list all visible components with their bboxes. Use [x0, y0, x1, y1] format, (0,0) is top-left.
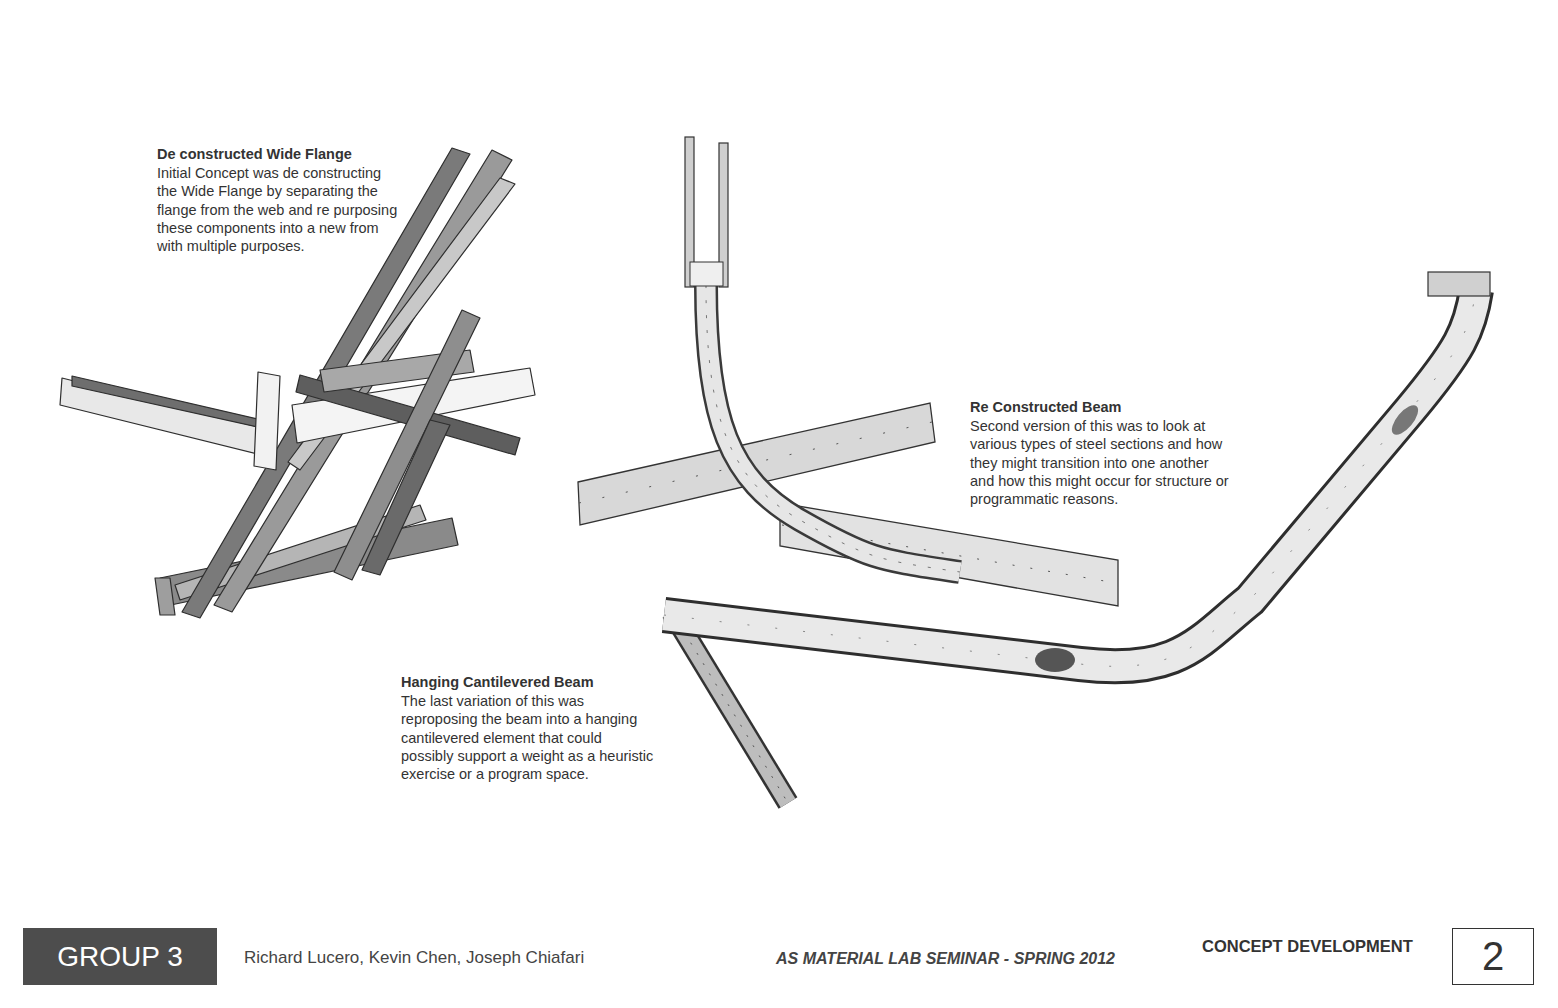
flange-strip: [72, 376, 262, 428]
reconstructed-beam: [578, 137, 1118, 606]
annotation-body: Initial Concept was de constructing the …: [157, 164, 402, 255]
beam-curve: [664, 290, 1476, 666]
annotation-body: Second version of this was to look at va…: [970, 417, 1232, 508]
hanging-beam: [664, 272, 1490, 803]
beam-opening: [1035, 648, 1075, 672]
beam-curve: [664, 290, 1476, 666]
annotation-heading: Hanging Cantilevered Beam: [401, 673, 661, 691]
page-number-box: 2: [1452, 928, 1534, 985]
sheet-title: CONCEPT DEVELOPMENT: [1202, 937, 1442, 955]
deconstructed-flange: [60, 148, 535, 618]
flange-strip: [155, 578, 175, 615]
flange-strip: [362, 420, 450, 575]
flange-strip: [334, 310, 480, 580]
annotation-heading: De constructed Wide Flange: [157, 145, 407, 163]
annotation-heading: Re Constructed Beam: [970, 398, 1240, 416]
page-number: 2: [1482, 934, 1504, 979]
channel-curve: [706, 285, 960, 572]
channel-web: [690, 262, 723, 286]
annotation-body: The last variation of this was reproposi…: [401, 692, 656, 783]
i-beam: [578, 403, 935, 525]
flange-strip: [254, 372, 280, 470]
beam-opening: [1387, 401, 1422, 439]
course-name: AS MATERIAL LAB SEMINAR - SPRING 2012: [776, 950, 1176, 968]
i-beam: [780, 503, 1118, 606]
channel-curve: [706, 285, 960, 572]
beam-end: [1428, 272, 1490, 296]
beam-curve: [664, 290, 1476, 666]
author-names: Richard Lucero, Kevin Chen, Joseph Chiaf…: [244, 949, 724, 967]
group-box: GROUP 3: [23, 928, 217, 985]
group-label: GROUP 3: [57, 941, 183, 973]
channel-curve: [706, 285, 960, 572]
